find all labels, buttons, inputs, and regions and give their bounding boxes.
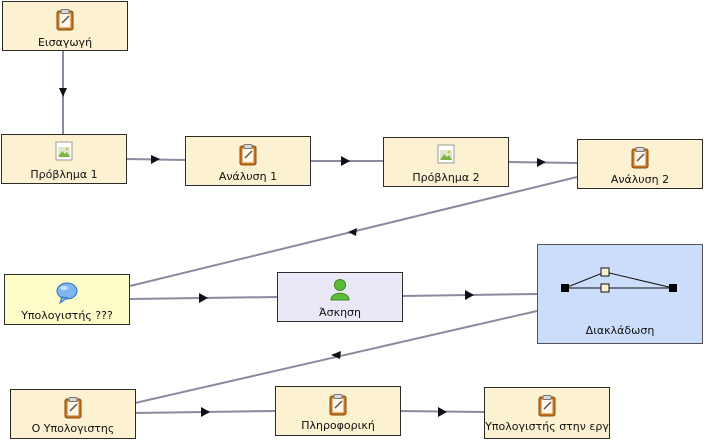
image-document-icon xyxy=(52,139,76,163)
node-label: Εισαγωγή xyxy=(37,36,93,49)
node-label: Υπολογιστής ??? xyxy=(21,309,113,322)
arrowhead xyxy=(59,88,67,97)
node-label: Ανάλυση 1 xyxy=(218,170,278,183)
node-computer-question[interactable]: Υπολογιστής ??? xyxy=(4,274,130,325)
notepad-icon xyxy=(628,146,652,170)
node-the-computer[interactable]: Ο Υπολογιστης xyxy=(10,389,136,439)
node-informatics[interactable]: Πληροφορική xyxy=(275,386,401,436)
node-computer-at-work[interactable]: Υπολογιστής στην εργ xyxy=(484,387,610,439)
arrowhead xyxy=(537,158,546,167)
arrowhead xyxy=(201,407,210,417)
arrowhead xyxy=(151,155,160,164)
arrowhead xyxy=(341,156,350,166)
arrowhead xyxy=(348,228,357,236)
arrowhead xyxy=(331,351,341,359)
arrowhead xyxy=(465,290,474,300)
node-label: Άσκηση xyxy=(319,306,361,319)
node-label: Ανάλυση 2 xyxy=(610,173,670,186)
node-analysis-2[interactable]: Ανάλυση 2 xyxy=(577,139,703,189)
notepad-icon xyxy=(326,393,350,417)
node-label: Πρόβλημα 2 xyxy=(412,171,480,184)
node-problem-1[interactable]: Πρόβλημα 1 xyxy=(1,134,127,184)
node-label: Πληροφορική xyxy=(301,419,375,432)
node-branch[interactable]: Διακλάδωση xyxy=(537,244,703,344)
node-label: Υπολογιστής στην εργ xyxy=(485,420,609,433)
arrowhead xyxy=(199,293,208,303)
node-label: Πρόβλημα 1 xyxy=(30,168,98,181)
node-problem-2[interactable]: Πρόβλημα 2 xyxy=(383,137,509,187)
branch-graph-icon xyxy=(560,267,680,297)
person-icon xyxy=(328,277,352,301)
node-exercise[interactable]: Άσκηση xyxy=(277,272,403,322)
notepad-icon xyxy=(61,396,85,420)
notepad-icon xyxy=(535,394,559,418)
node-label: Ο Υπολογιστης xyxy=(31,422,115,435)
notepad-icon xyxy=(53,8,77,32)
arrowhead xyxy=(438,407,447,417)
node-analysis-1[interactable]: Ανάλυση 1 xyxy=(185,136,311,186)
node-introduction[interactable]: Εισαγωγή xyxy=(2,1,128,51)
image-document-icon xyxy=(434,142,458,166)
notepad-icon xyxy=(236,143,260,167)
speech-bubble-icon xyxy=(55,281,79,305)
node-label: Διακλάδωση xyxy=(585,324,655,337)
